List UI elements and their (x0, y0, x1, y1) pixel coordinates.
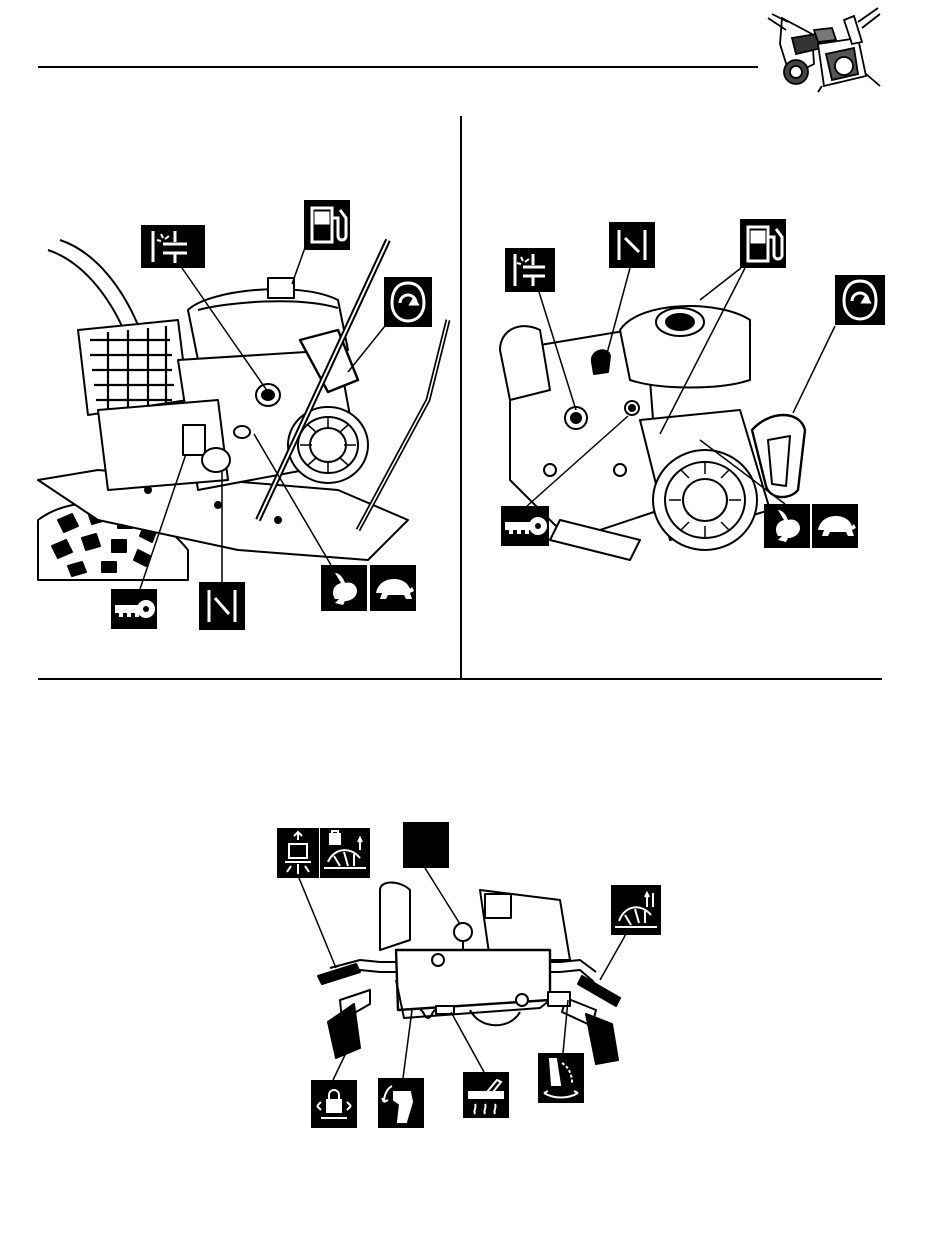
primer-icon (835, 275, 885, 325)
header-rule (38, 66, 758, 68)
auger-engage-icon (403, 822, 449, 868)
fuel-icon (304, 200, 350, 250)
drive-engage-icon (277, 828, 319, 878)
choke-icon (141, 225, 205, 268)
heated-grip-icon (463, 1072, 509, 1118)
drive-lock-icon (311, 1080, 357, 1128)
stop-switch-icon (199, 582, 245, 630)
throttle-fast-icon (321, 565, 367, 611)
throttle-fast-icon (764, 504, 810, 548)
auger-lock-icon (320, 828, 370, 878)
throttle-slow-icon (812, 504, 858, 548)
auger-engage-control-icon (611, 885, 661, 935)
throttle-slow-icon (370, 565, 416, 611)
primer-icon (384, 277, 432, 327)
dashboard-illustration (300, 880, 630, 1070)
chute-tilt-icon (378, 1078, 424, 1128)
choke-icon (505, 248, 555, 292)
key-icon (501, 506, 549, 546)
panel-divider (460, 116, 462, 678)
stop-switch-icon (609, 222, 655, 268)
snowblower-logo-icon (762, 4, 884, 94)
chute-rotate-icon (538, 1053, 584, 1103)
key-icon (111, 589, 157, 629)
fuel-icon (740, 219, 786, 268)
section-rule (38, 678, 882, 680)
